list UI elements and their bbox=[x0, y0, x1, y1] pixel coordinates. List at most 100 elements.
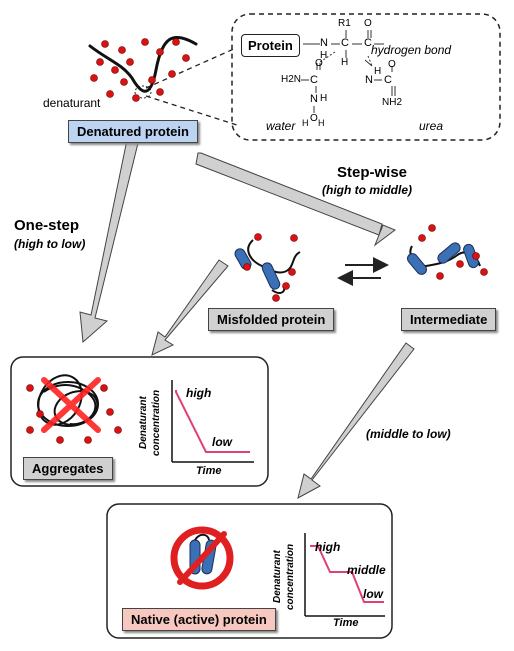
denaturant-dot bbox=[84, 436, 92, 444]
inset-o-carbonyl: O bbox=[364, 18, 372, 29]
denaturant-dot bbox=[272, 294, 280, 302]
step-wise-xlabel: Time bbox=[333, 617, 359, 629]
step-wise-ylabel-1: Denaturant bbox=[272, 550, 283, 603]
denaturant-label: denaturant bbox=[43, 96, 101, 110]
denaturant-dot bbox=[141, 38, 149, 46]
one-step-high-label: high bbox=[186, 386, 212, 400]
denaturant-dot bbox=[90, 74, 98, 82]
denaturant-dot bbox=[148, 76, 156, 84]
water-label: water bbox=[266, 119, 296, 133]
inset-h2n-left: H2N bbox=[281, 74, 302, 85]
denatured-protein-label: Denatured protein bbox=[68, 120, 198, 143]
denaturant-dot bbox=[114, 426, 122, 434]
one-step-low-label: low bbox=[212, 435, 232, 449]
step-wise-mini-chart bbox=[304, 533, 385, 617]
arrow-one-step bbox=[79, 129, 141, 344]
inset-c-alpha: C bbox=[341, 37, 349, 49]
inset-connector-bottom bbox=[145, 95, 241, 127]
denaturant-dot bbox=[172, 38, 180, 46]
middle-to-low-label: (middle to low) bbox=[366, 427, 451, 441]
denaturant-dot bbox=[132, 94, 140, 102]
denaturant-dot bbox=[56, 436, 64, 444]
step-wise-middle-label: middle bbox=[347, 563, 386, 577]
inset-o-right-urea: O bbox=[388, 59, 396, 70]
denaturant-dot bbox=[101, 40, 109, 48]
inset-n-left: N bbox=[310, 93, 318, 105]
arrow-intermediate-native bbox=[297, 342, 415, 499]
denaturant-dot bbox=[36, 410, 44, 418]
inset-h-water-1: H bbox=[302, 118, 309, 128]
denaturant-dot bbox=[436, 272, 444, 280]
denaturant-dot bbox=[182, 54, 190, 62]
native-protein-icon bbox=[170, 526, 234, 590]
denaturant-dot bbox=[120, 78, 128, 86]
inset-r1: R1 bbox=[338, 18, 351, 29]
inset-h-water-2: H bbox=[318, 118, 325, 128]
one-step-title: One-step bbox=[14, 217, 80, 234]
one-step-subtitle: (high to low) bbox=[14, 237, 86, 251]
misfolded-protein-label: Misfolded protein bbox=[208, 308, 335, 331]
step-wise-high-label: high bbox=[315, 540, 341, 554]
step-wise-low-label: low bbox=[363, 587, 383, 601]
inset-h-right: H bbox=[374, 66, 382, 77]
inset-n-right: N bbox=[365, 74, 373, 86]
denaturant-dot bbox=[290, 234, 298, 242]
denaturant-dot bbox=[118, 46, 126, 54]
inset-o-water: O bbox=[310, 113, 318, 124]
inset-c-left-urea: C bbox=[310, 74, 318, 86]
misfolded-protein-icon bbox=[234, 239, 301, 294]
denaturant-dot bbox=[126, 58, 134, 66]
inset-protein-label: Protein bbox=[241, 34, 300, 57]
one-step-ylabel-2: concentration bbox=[151, 389, 162, 456]
arrow-step-wise bbox=[195, 152, 396, 247]
inset-h-alpha: H bbox=[341, 57, 349, 68]
native-protein-label: Native (active) protein bbox=[122, 608, 276, 631]
denaturant-dot bbox=[26, 426, 34, 434]
denaturant-dot bbox=[428, 224, 436, 232]
intermediate-protein-icon bbox=[407, 242, 481, 275]
denaturant-dot bbox=[156, 88, 164, 96]
denatured-denaturant-dots bbox=[90, 38, 190, 102]
inset-o-left-urea: O bbox=[315, 58, 323, 69]
inset-nh2-right: NH2 bbox=[382, 97, 403, 108]
denaturant-dot bbox=[156, 48, 164, 56]
denaturant-dot bbox=[111, 66, 119, 74]
inset-c-right-urea: C bbox=[384, 74, 392, 86]
inset-connector-top bbox=[145, 47, 237, 89]
inset-n-top: N bbox=[320, 37, 328, 49]
step-wise-ylabel-2: concentration bbox=[285, 543, 296, 610]
aggregates-label: Aggregates bbox=[23, 457, 113, 480]
inset-bonds bbox=[301, 30, 396, 113]
hydrogen-bond-label: hydrogen bond bbox=[371, 43, 452, 57]
aggregate-denaturant-dots bbox=[26, 384, 122, 444]
denaturant-dot bbox=[26, 384, 34, 392]
denaturant-dot bbox=[418, 234, 426, 242]
denaturant-dot bbox=[480, 268, 488, 276]
zoom-circle bbox=[134, 85, 152, 99]
denaturant-dot bbox=[472, 252, 480, 260]
one-step-xlabel: Time bbox=[196, 465, 222, 477]
denaturant-dot bbox=[100, 384, 108, 392]
denaturant-dot bbox=[254, 233, 262, 241]
inset-c-carbonyl: C bbox=[364, 37, 372, 49]
misfolded-denaturant-dots bbox=[243, 233, 298, 302]
inset-h-top: H bbox=[320, 50, 328, 61]
aggregates-panel bbox=[10, 356, 269, 487]
intermediate-label: Intermediate bbox=[401, 308, 497, 331]
inset-h-left: H bbox=[320, 93, 328, 104]
inset-hbonds bbox=[319, 51, 373, 67]
urea-label: urea bbox=[419, 119, 444, 133]
denaturant-dot bbox=[282, 282, 290, 290]
denaturant-dot bbox=[106, 90, 114, 98]
denaturant-dot bbox=[168, 70, 176, 78]
denaturant-dot bbox=[96, 58, 104, 66]
denaturant-dot bbox=[243, 263, 251, 271]
denaturant-dot bbox=[288, 268, 296, 276]
one-step-mini-chart bbox=[171, 380, 254, 463]
denatured-chain bbox=[88, 35, 198, 93]
one-step-ylabel-1: Denaturant bbox=[138, 396, 149, 449]
step-wise-title: Step-wise bbox=[337, 164, 408, 181]
intermediate-denaturant-dots bbox=[418, 224, 488, 280]
denaturant-dot bbox=[456, 260, 464, 268]
